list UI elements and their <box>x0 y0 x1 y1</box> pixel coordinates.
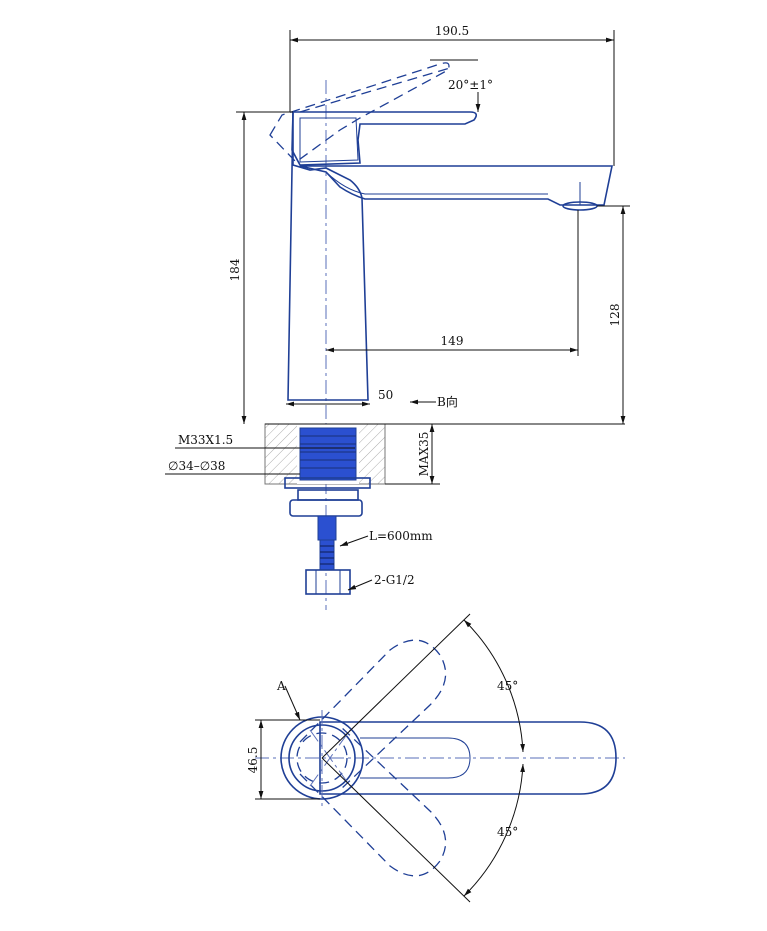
label-handle-angle: 20°±1° <box>448 78 493 92</box>
top-handle-dashed-upper <box>299 639 447 791</box>
handle-solid <box>291 111 478 166</box>
top-view: A 46.5 45° 45° <box>246 613 625 903</box>
label-hole-range: ∅34–∅38 <box>168 459 225 473</box>
hose-braid <box>320 545 334 565</box>
top-handle-solid <box>319 721 617 795</box>
top-handle-inner <box>360 737 471 779</box>
label-a: A <box>276 679 286 693</box>
top-body-dashed <box>296 732 348 784</box>
threaded-shank <box>299 427 357 481</box>
label-overall-height: 184 <box>228 258 242 281</box>
handle-raised-line <box>299 67 451 113</box>
label-base-diameter: 50 <box>378 388 393 402</box>
label-hose-fitting: 2-G1/2 <box>374 573 415 587</box>
label-spout-reach: 149 <box>441 334 464 348</box>
washer <box>284 477 371 489</box>
label-max-thickness: MAX35 <box>417 432 431 477</box>
label-view-arrow: B向 <box>437 394 458 409</box>
arc-upper <box>463 619 525 753</box>
angle-ray-upper <box>321 613 471 759</box>
faucet-spout <box>299 165 613 206</box>
label-hose-length: L=600mm <box>369 529 433 543</box>
label-spout-height: 128 <box>608 304 622 327</box>
leader-a <box>284 685 301 721</box>
hose-connector <box>317 515 337 541</box>
arc-lower <box>463 763 525 897</box>
faucet-body <box>287 111 369 401</box>
shank-threads <box>300 435 356 469</box>
spout-inner-line <box>325 171 548 195</box>
top-diagonal-centerline <box>309 729 351 787</box>
lock-nut <box>297 489 359 501</box>
label-overall-width: 190.5 <box>435 24 469 38</box>
label-rotation-upper: 45° <box>497 679 518 693</box>
side-view: 190.5 20°±1° 184 128 149 50 B向 M33X1.5 ∅… <box>165 24 630 610</box>
handle-cap <box>299 117 359 163</box>
braided-hose <box>319 539 335 571</box>
hose-leader <box>339 535 369 547</box>
angle-ray-lower <box>321 757 471 903</box>
hose-nut <box>305 569 351 595</box>
label-thread: M33X1.5 <box>178 433 233 447</box>
label-rotation-lower: 45° <box>497 825 518 839</box>
handle-raised-dashed <box>269 62 450 163</box>
fitting-leader <box>347 579 373 591</box>
label-top-diameter: 46.5 <box>246 747 260 774</box>
top-handle-dashed-lower <box>299 725 447 877</box>
